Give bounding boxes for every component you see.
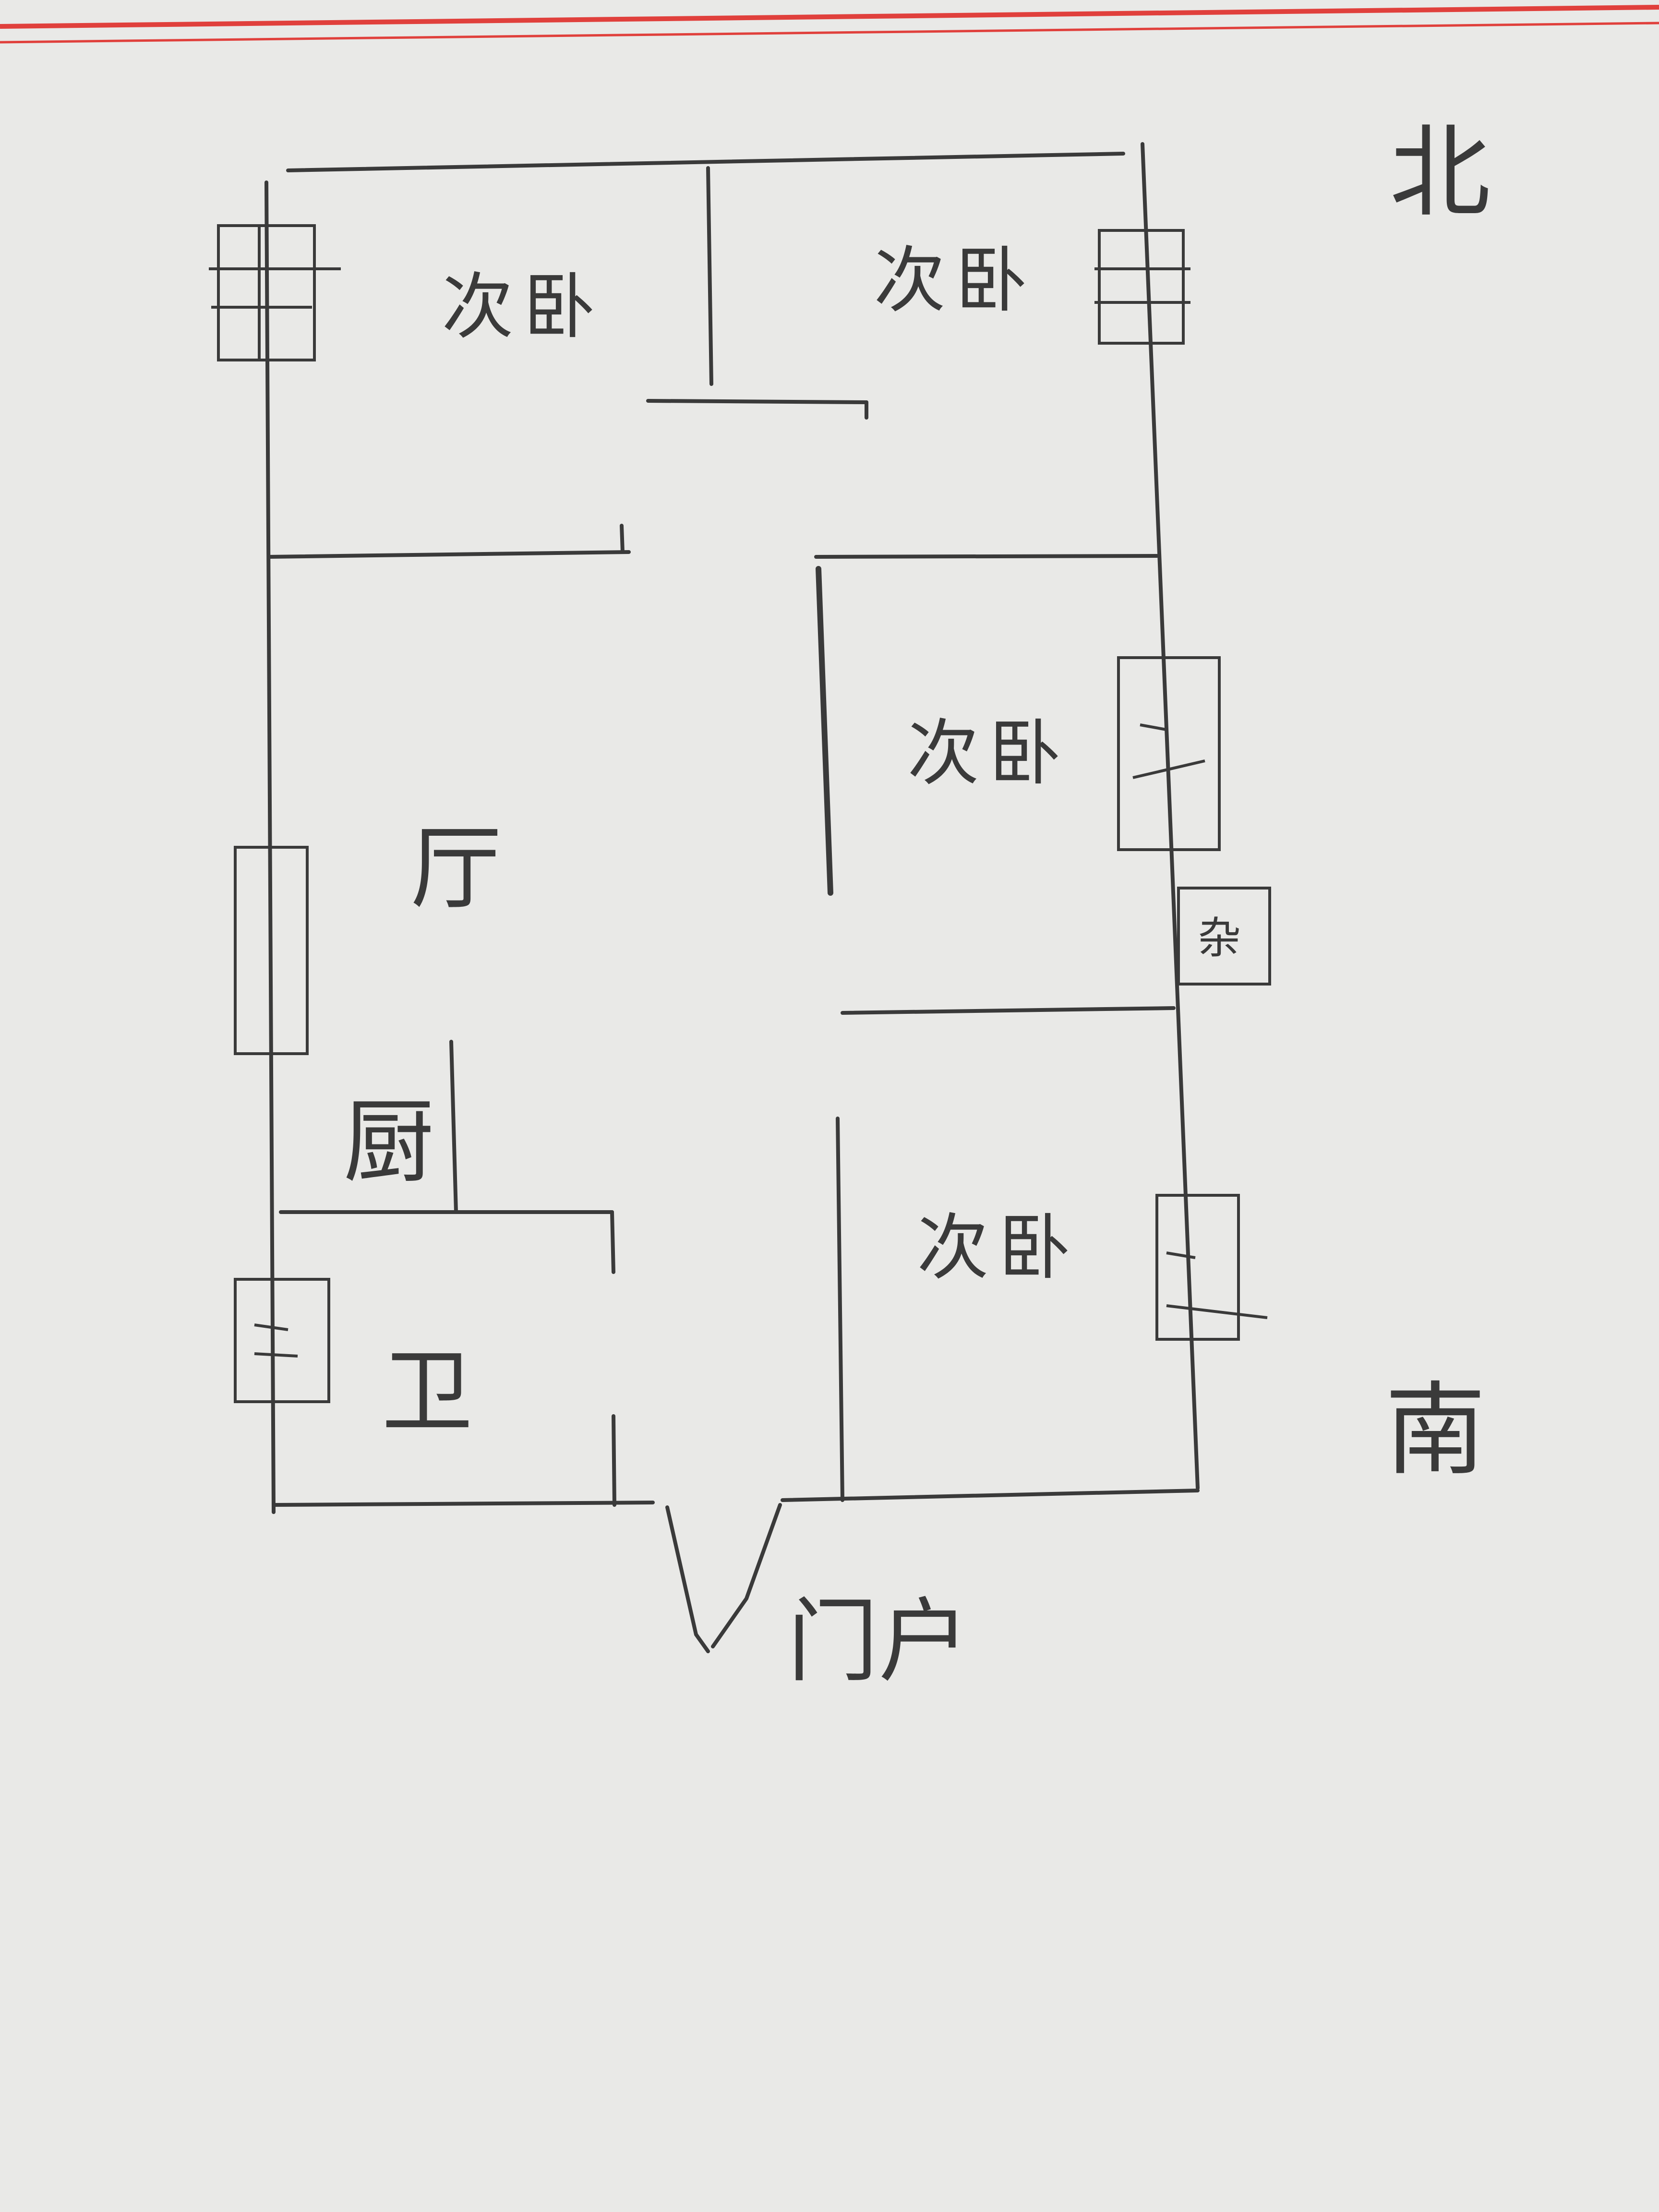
wall-bedroom-e1-left [816,566,833,896]
north-label: 北 [1389,114,1491,231]
wall-bedroom-nw-bottom [267,550,631,559]
red-border-line-bottom [0,22,1659,44]
wall-bottom-left [272,1501,655,1507]
windows [209,224,1271,1403]
red-border-lines [0,5,1659,44]
wall-bedroom-e2-left [836,1117,844,1502]
wall-bath-right-bottom [612,1414,616,1507]
wall-right [1141,142,1200,1490]
wall-top [286,152,1125,172]
wall-bedroom-nw-door [620,524,625,554]
bedroom-nw-label: 次卧 [441,265,605,349]
wall-bedroom-e1-bottom [841,1006,1176,1015]
wall-north-corridor [646,399,868,404]
window-bath [234,1278,330,1403]
bedroom-e1-label: 次卧 [907,712,1071,795]
entrance-door-left [665,1505,710,1653]
window-nw [209,224,341,361]
window-living [234,846,309,1055]
storage-box [1177,887,1271,986]
wall-bath-right-top [610,1210,615,1274]
kitchen-label: 厨 [343,1089,435,1195]
bedroom-ne-label: 次卧 [873,239,1037,323]
living-room-label: 厅 [410,816,502,922]
wall-bottom-right [781,1489,1200,1502]
wall-kitchen-post [449,1040,458,1214]
wall-north-divider [706,166,713,386]
bathroom-label: 卫 [381,1339,473,1445]
bedroom-e2-label: 次卧 [916,1206,1081,1290]
entrance-label: 门户 [787,1588,970,1695]
walls [264,142,1200,1653]
red-border-line-top [0,5,1659,29]
wall-bedroom-ne-bottom [814,554,1159,559]
window-bedroom-e1 [1117,656,1221,851]
storage-label: 杂 [1198,913,1241,963]
south-label: 南 [1384,1371,1486,1489]
window-ne [1094,229,1190,345]
entrance-door-right [711,1503,782,1648]
window-bedroom-e2 [1155,1194,1268,1341]
